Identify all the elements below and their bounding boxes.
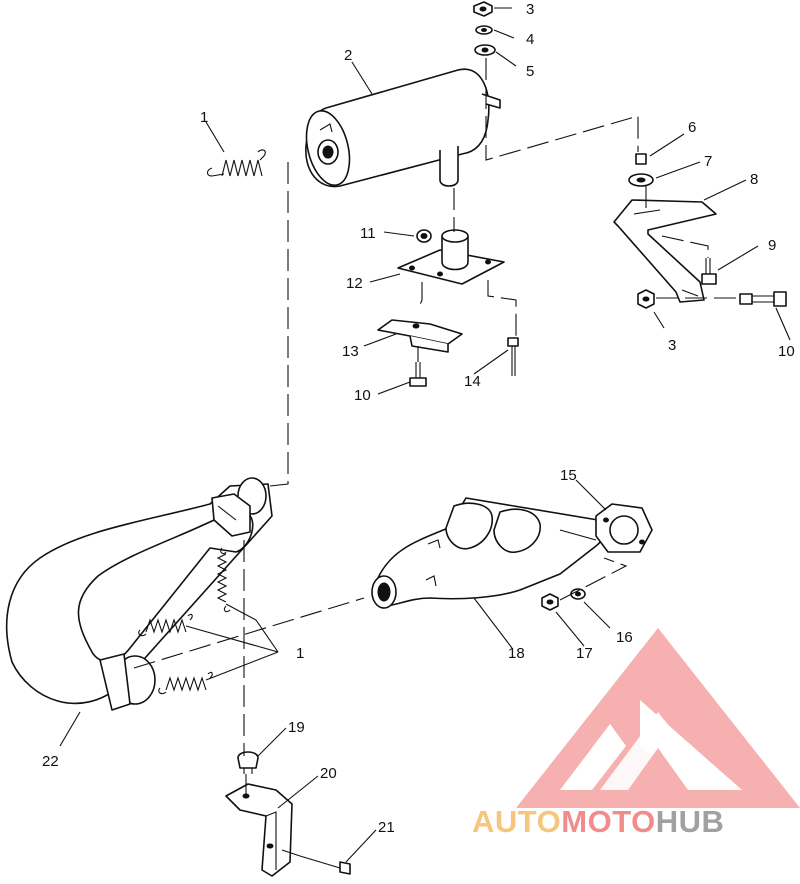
bolt-right-small xyxy=(701,258,717,285)
leader-lines xyxy=(59,7,791,863)
spring-top xyxy=(206,149,266,177)
watermark-hub: HUB xyxy=(656,804,725,839)
bolt-right-long xyxy=(739,291,787,307)
callout-13: 13 xyxy=(342,343,359,360)
callout-8: 8 xyxy=(750,171,758,188)
callout-21: 21 xyxy=(378,819,395,836)
nut-right xyxy=(637,289,655,309)
callout-4: 4 xyxy=(526,31,534,48)
manifold-washer xyxy=(570,588,586,600)
callout-3-top: 3 xyxy=(526,1,534,18)
callout-12: 12 xyxy=(346,275,363,292)
muffler xyxy=(305,68,501,188)
support-bracket xyxy=(613,199,717,303)
callout-7: 7 xyxy=(704,153,712,170)
nut-washer-stack xyxy=(473,1,496,56)
callout-1-top: 1 xyxy=(200,109,208,126)
stud-bolt xyxy=(507,337,519,376)
callout-15: 15 xyxy=(560,467,577,484)
callout-17: 17 xyxy=(576,645,593,662)
grommet-stack xyxy=(628,153,654,187)
mounting-plate xyxy=(397,229,505,285)
small-bracket xyxy=(377,319,463,353)
assembly-dashed-lines xyxy=(133,58,740,857)
callout-2: 2 xyxy=(344,47,352,64)
watermark-text: AUTOMOTOHUB xyxy=(472,804,724,839)
callout-6: 6 xyxy=(688,119,696,136)
callout-11: 11 xyxy=(360,225,376,242)
callout-22: 22 xyxy=(42,753,59,770)
callout-18: 18 xyxy=(508,645,525,662)
spring-vertical xyxy=(216,547,231,613)
callout-3-right: 3 xyxy=(668,337,676,354)
callout-10-left: 10 xyxy=(354,387,371,404)
watermark-auto: AUTO xyxy=(472,804,561,839)
callout-14: 14 xyxy=(464,373,481,390)
manifold-nut xyxy=(541,593,559,611)
lower-bolt xyxy=(299,855,351,875)
bolt-left xyxy=(409,362,427,387)
watermark-logo-icon xyxy=(516,628,800,808)
callout-16: 16 xyxy=(616,629,633,646)
callout-20: 20 xyxy=(320,765,337,782)
watermark-moto: MOTO xyxy=(561,804,655,839)
callout-19: 19 xyxy=(288,719,305,736)
callout-9: 9 xyxy=(768,237,776,254)
callout-1-lower: 1 xyxy=(296,645,304,662)
callout-5: 5 xyxy=(526,63,534,80)
rubber-grommet xyxy=(237,751,259,774)
exhaust-manifold xyxy=(371,497,605,609)
expansion-chamber xyxy=(6,477,273,711)
manifold-gasket xyxy=(595,503,653,553)
spring-mid xyxy=(138,613,193,637)
spring-low xyxy=(158,671,213,695)
callout-numbers: 1 2 3 4 5 6 7 8 9 3 10 11 12 13 10 14 15… xyxy=(42,1,795,836)
lower-bracket xyxy=(225,783,293,877)
callout-10-right: 10 xyxy=(778,343,795,360)
